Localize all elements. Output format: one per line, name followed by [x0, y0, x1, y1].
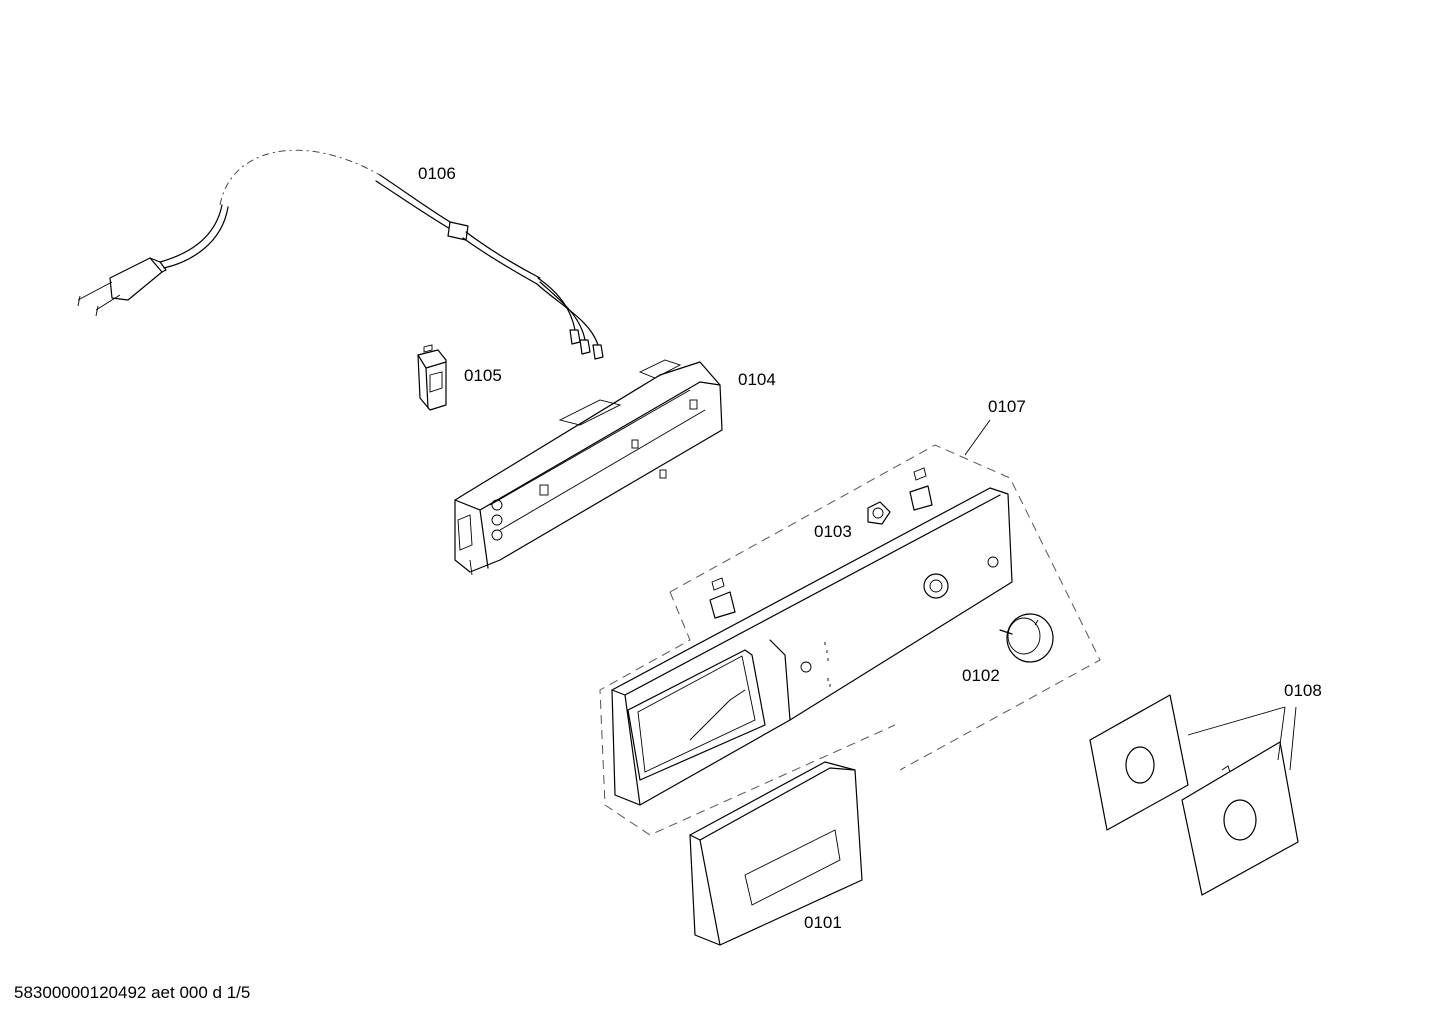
label-knob: 0102: [962, 666, 1000, 685]
panel-group-outline: [599, 419, 1101, 836]
rosettes-part: [1089, 694, 1299, 896]
power-cord-part: [77, 149, 604, 360]
label-cord: 0106: [418, 164, 456, 183]
label-panel-group: 0107: [988, 397, 1026, 416]
label-suppressor: 0105: [464, 366, 502, 385]
drawing-reference-footer: 58300000120492 aet 000 d 1/5: [14, 983, 250, 1002]
drawer-handle-part: [689, 761, 863, 946]
knob-part: [999, 613, 1054, 663]
electronic-module-part: [454, 359, 723, 576]
label-rosettes: 0108: [1284, 681, 1322, 700]
label-handle: 0101: [804, 913, 842, 932]
button-part: [867, 501, 891, 525]
small-clips: [709, 467, 933, 619]
control-panel-part: [611, 487, 1013, 806]
label-button: 0103: [814, 522, 852, 541]
suppressor-part: [417, 344, 447, 411]
label-module: 0104: [738, 370, 776, 389]
